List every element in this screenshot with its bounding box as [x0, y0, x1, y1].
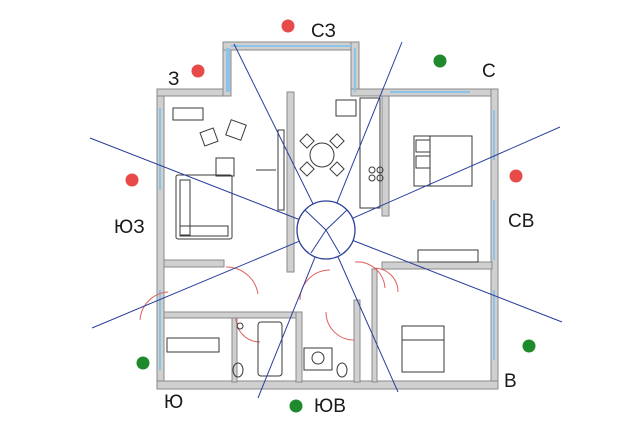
sector-lines	[89, 41, 563, 399]
indicator-dot-nw	[281, 19, 295, 33]
indicator-dot-se	[289, 399, 303, 413]
indicator-dot-n	[433, 54, 447, 68]
indicator-dot-e	[522, 339, 536, 353]
direction-label-n: С	[482, 61, 496, 82]
sector-line	[257, 256, 316, 399]
direction-label-sw: ЮЗ	[114, 217, 145, 238]
sector-line	[89, 137, 300, 220]
direction-label-s: Ю	[164, 392, 184, 413]
sector-line	[336, 41, 403, 204]
direction-label-nw: СЗ	[311, 21, 336, 42]
direction-label-ne: СВ	[508, 211, 535, 232]
direction-label-se: ЮВ	[314, 396, 346, 417]
indicator-dot-sw	[125, 173, 139, 187]
furniture	[166, 97, 479, 378]
door-swings	[139, 261, 399, 343]
indicator-dots	[125, 19, 536, 413]
direction-label-e: В	[504, 371, 517, 392]
sector-line	[337, 256, 399, 393]
center-interior-lines	[304, 209, 348, 255]
indicator-dot-w	[191, 64, 205, 78]
direction-label-w: З	[168, 69, 180, 90]
window-strips	[159, 45, 495, 370]
sector-line	[91, 240, 300, 329]
sector-line	[233, 43, 314, 205]
interior-walls	[163, 91, 493, 383]
indicator-dot-ne	[509, 169, 523, 183]
sector-line	[352, 240, 563, 323]
indicator-dot-s	[136, 356, 150, 370]
sector-line	[352, 126, 561, 219]
